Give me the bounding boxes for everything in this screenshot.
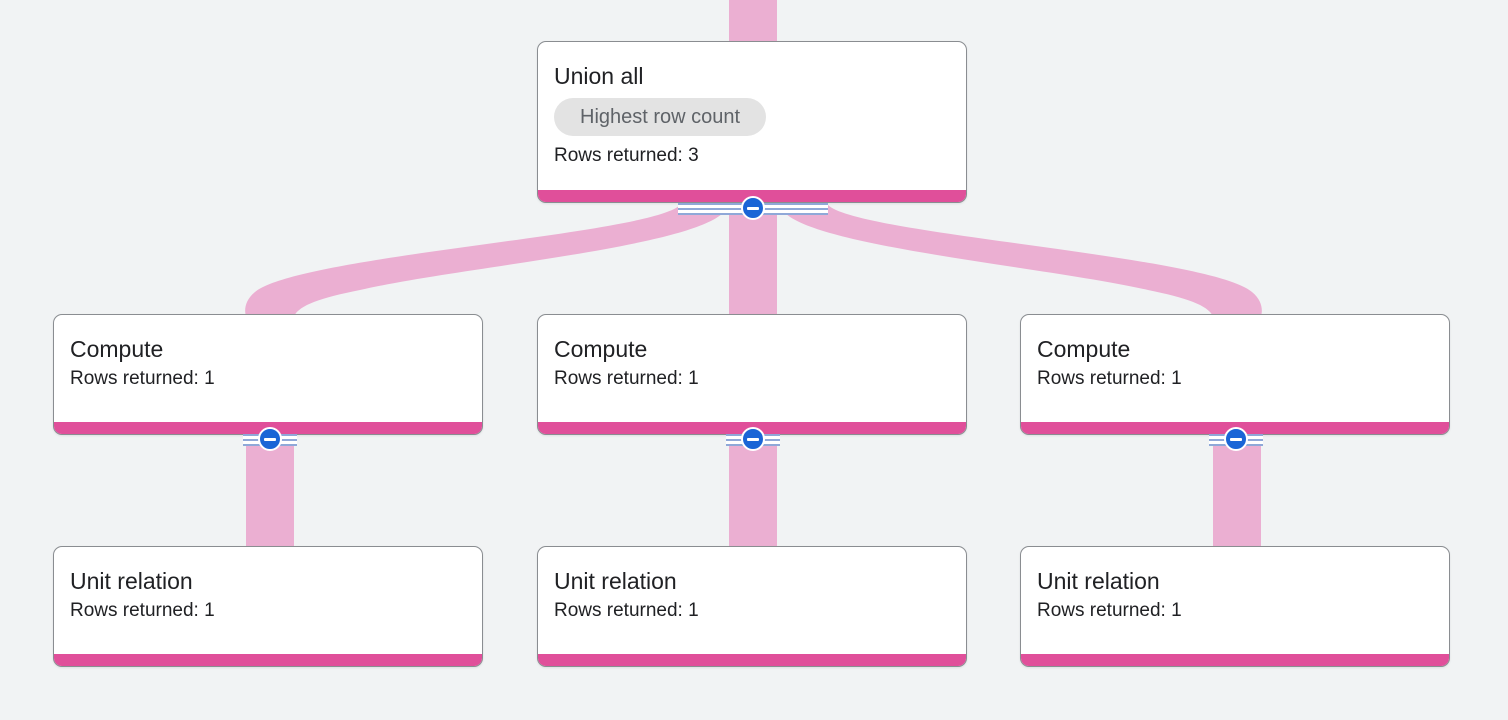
node-rows-returned: Rows returned: 1 — [70, 600, 215, 621]
node-compute-1[interactable]: Compute Rows returned: 1 — [53, 314, 483, 435]
node-title: Union all — [554, 63, 644, 89]
node-unit-relation-1[interactable]: Unit relation Rows returned: 1 — [53, 546, 483, 667]
flow-union-to-compute-2 — [729, 205, 777, 317]
minus-circle-icon[interactable] — [741, 427, 765, 451]
flow-compute-1-to-unit-1 — [246, 440, 294, 550]
highest-row-count-badge: Highest row count — [554, 98, 767, 136]
node-compute-2[interactable]: Compute Rows returned: 1 — [537, 314, 967, 435]
node-rows-returned: Rows returned: 1 — [1037, 368, 1182, 389]
flow-compute-3-to-unit-3 — [1213, 440, 1261, 550]
collapse-children-compute-2[interactable] — [726, 427, 780, 451]
flow-union-to-compute-3 — [780, 205, 1262, 316]
node-rows-returned: Rows returned: 1 — [1037, 600, 1182, 621]
node-compute-3[interactable]: Compute Rows returned: 1 — [1020, 314, 1450, 435]
node-status-bar — [1021, 654, 1449, 666]
node-rows-returned: Rows returned: 3 — [554, 145, 699, 166]
node-rows-returned: Rows returned: 1 — [70, 368, 215, 389]
collapse-children-compute-1[interactable] — [243, 427, 297, 451]
node-title: Unit relation — [70, 568, 193, 594]
node-rows-returned: Rows returned: 1 — [554, 368, 699, 389]
node-status-bar — [538, 654, 966, 666]
node-status-bar — [54, 654, 482, 666]
minus-circle-icon[interactable] — [258, 427, 282, 451]
flow-union-to-compute-1 — [245, 205, 728, 316]
minus-circle-icon[interactable] — [741, 196, 765, 220]
node-unit-relation-2[interactable]: Unit relation Rows returned: 1 — [537, 546, 967, 667]
flow-into-union — [729, 0, 777, 44]
node-title: Compute — [1037, 336, 1131, 362]
node-title: Compute — [554, 336, 648, 362]
collapse-children-compute-3[interactable] — [1209, 427, 1263, 451]
node-rows-returned: Rows returned: 1 — [554, 600, 699, 621]
node-union-all[interactable]: Union all Highest row count Rows returne… — [537, 41, 967, 203]
node-title: Unit relation — [1037, 568, 1160, 594]
node-unit-relation-3[interactable]: Unit relation Rows returned: 1 — [1020, 546, 1450, 667]
flow-compute-2-to-unit-2 — [729, 440, 777, 550]
minus-circle-icon[interactable] — [1224, 427, 1248, 451]
node-title: Compute — [70, 336, 164, 362]
collapse-children-union[interactable] — [678, 196, 828, 220]
node-title: Unit relation — [554, 568, 677, 594]
